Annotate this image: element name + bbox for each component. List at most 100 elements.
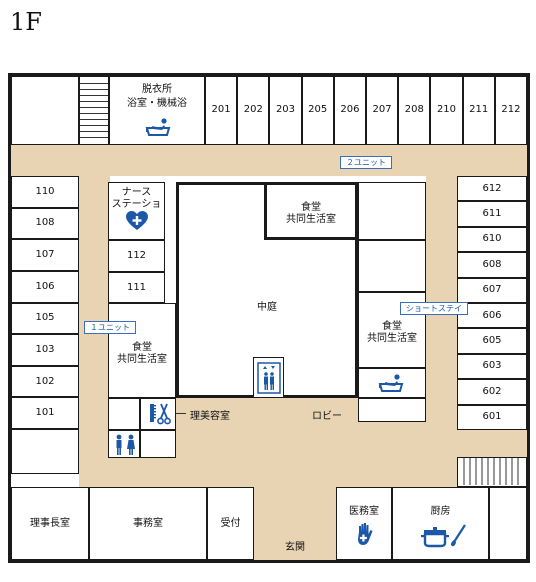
- bath-icon: [378, 374, 404, 392]
- room-603: 603: [457, 353, 527, 380]
- stairs-north: [79, 76, 109, 145]
- room-208: 208: [398, 76, 431, 145]
- floor-label: 1F: [10, 8, 42, 36]
- room-107: 107: [11, 239, 79, 271]
- room-206: 206: [333, 76, 366, 145]
- room-number: 612: [482, 182, 502, 194]
- entrance-hall: [254, 487, 336, 560]
- room-number: 202: [243, 104, 263, 115]
- room-number: 610: [482, 233, 502, 245]
- room-number: 101: [35, 407, 55, 419]
- room-number: 203: [275, 104, 296, 115]
- room-number: 108: [35, 217, 55, 229]
- room-chubo: 厨房: [392, 487, 489, 560]
- elevator-icon: [257, 362, 281, 394]
- room-label-genkan: 玄関: [285, 542, 305, 553]
- room-number: 602: [482, 385, 502, 397]
- room-imushitsu: 医務室: [336, 487, 392, 560]
- elevator: [253, 357, 284, 398]
- room-inner-right-b: [358, 240, 426, 292]
- room-202: 202: [237, 76, 270, 145]
- heart-plus-icon: [126, 211, 148, 230]
- pot-icon: [421, 524, 466, 548]
- room-number: 601: [482, 411, 502, 423]
- room-101: 101: [11, 397, 79, 429]
- room-number: 211: [469, 104, 489, 115]
- room-bath-right: [358, 368, 426, 398]
- room-rijicho: 理事長室: [11, 487, 89, 560]
- room-number: 205: [308, 104, 328, 115]
- room-611: 611: [457, 201, 527, 227]
- room-203: 203: [269, 76, 302, 145]
- room-uketsuke: 受付: [207, 487, 254, 560]
- badge-short-stay: ショートステイ: [400, 302, 468, 315]
- corridor-southeast: [457, 430, 527, 457]
- room-dining-left: 食堂 共同生活室: [108, 303, 176, 398]
- room-lobby-right: [358, 398, 426, 422]
- room-small-b: [140, 430, 176, 458]
- room-108: 108: [11, 207, 79, 240]
- room-bath: 脱衣所 浴室・機械浴: [109, 76, 205, 145]
- room-207: 207: [366, 76, 399, 145]
- room-label-lobby: ロビー: [312, 411, 342, 422]
- room-111: 111: [108, 272, 165, 303]
- room-number: 207: [372, 104, 392, 115]
- room-103: 103: [11, 334, 79, 366]
- room-left-bottom: [11, 429, 79, 474]
- room-number: 607: [482, 284, 502, 296]
- room-201: 201: [205, 76, 238, 145]
- room-112: 112: [108, 240, 165, 272]
- room-205: 205: [301, 76, 334, 145]
- room-102: 102: [11, 365, 79, 398]
- room-607: 607: [457, 277, 527, 303]
- room-number: 107: [35, 249, 55, 261]
- room-106: 106: [11, 270, 79, 303]
- comb-scissors-icon: [150, 403, 171, 425]
- room-nurse-station: ナース ステーション: [108, 182, 165, 240]
- room-608: 608: [457, 252, 527, 278]
- room-label-datsui: 脱衣所: [142, 84, 172, 95]
- room-number: 102: [35, 375, 55, 387]
- room-bottom-right: [489, 487, 527, 560]
- restroom-icon: [116, 434, 135, 455]
- room-small-a: [108, 398, 140, 430]
- room-number: 106: [35, 280, 55, 292]
- room-restroom: [108, 430, 140, 458]
- room-602: 602: [457, 379, 527, 405]
- room-number: 605: [482, 335, 502, 347]
- leader-line: [176, 413, 186, 414]
- room-number: 611: [482, 208, 502, 220]
- room-number: 608: [482, 258, 502, 270]
- room-number: 110: [35, 185, 55, 197]
- room-number: 105: [35, 312, 55, 324]
- room-605: 605: [457, 328, 527, 354]
- room-beauty: [140, 398, 176, 430]
- room-dining-top: 食堂 共同生活室: [264, 182, 358, 240]
- hand-plus-icon: [358, 523, 373, 545]
- room-number: 201: [211, 104, 231, 115]
- stairs-south: [457, 457, 527, 487]
- room-number: 603: [482, 360, 502, 372]
- room-606: 606: [457, 303, 527, 329]
- room-top-left: [11, 76, 79, 145]
- room-label-dining-right: 食堂 共同生活室: [367, 321, 417, 344]
- room-label-dining-left: 食堂 共同生活室: [117, 342, 167, 365]
- room-inner-right-a: [358, 182, 426, 240]
- room-612: 612: [457, 176, 527, 202]
- room-label-dining-top: 食堂 共同生活室: [286, 202, 336, 225]
- room-number: 212: [501, 104, 521, 115]
- room-212: 212: [494, 76, 527, 145]
- room-210: 210: [430, 76, 463, 145]
- room-number: 606: [482, 309, 502, 321]
- bath-icon: [145, 118, 171, 136]
- badge-unit-1: １ユニット: [84, 321, 136, 334]
- room-label-biyou: 理美容室: [190, 411, 230, 422]
- room-label-yokushitsu: 浴室・機械浴: [127, 98, 187, 109]
- room-105: 105: [11, 302, 79, 335]
- room-label-nakaniwa: 中庭: [257, 302, 277, 313]
- room-number: 208: [404, 104, 424, 115]
- corridor-north: [11, 145, 527, 176]
- room-610: 610: [457, 226, 527, 253]
- room-110: 110: [11, 176, 79, 208]
- room-601: 601: [457, 404, 527, 430]
